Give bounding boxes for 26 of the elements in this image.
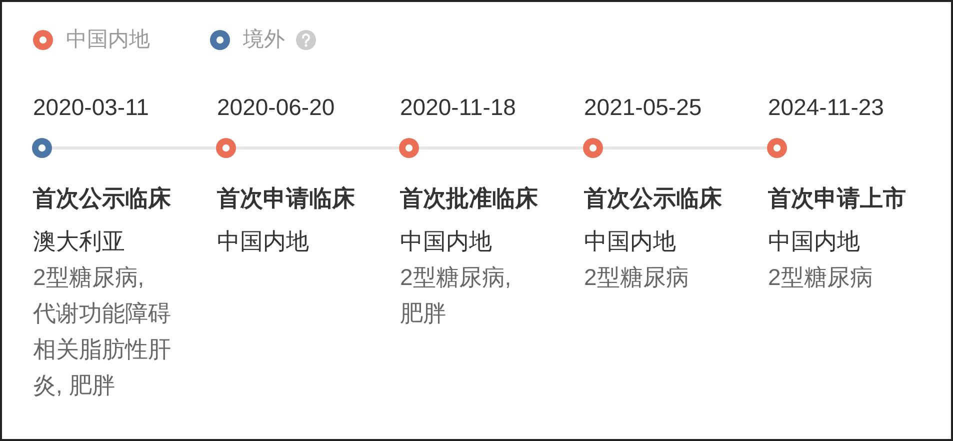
date-label: 2020-11-18 bbox=[400, 94, 516, 120]
event-title: 首次公示临床 bbox=[584, 185, 722, 211]
indication-text: 2型糖尿病, 肥胖 bbox=[400, 263, 512, 328]
event-title: 首次申请临床 bbox=[217, 185, 355, 211]
timeline-dot bbox=[583, 138, 603, 158]
indication-text: 2型糖尿病 bbox=[768, 263, 874, 292]
timeline-dot bbox=[399, 138, 419, 158]
legend-label: 中国内地 bbox=[66, 28, 150, 52]
timeline-dot bbox=[32, 138, 52, 158]
indication-text: 2型糖尿病 bbox=[584, 263, 690, 292]
date-label: 2020-03-11 bbox=[33, 94, 149, 120]
region-label: 中国内地 bbox=[768, 228, 860, 254]
event-title: 首次公示临床 bbox=[33, 185, 171, 211]
region-label: 澳大利亚 bbox=[33, 228, 125, 254]
event-title: 首次批准临床 bbox=[400, 185, 538, 211]
date-label: 2021-05-25 bbox=[584, 94, 702, 120]
indication-text: 2型糖尿病, 代谢功能障碍相关脂肪性肝炎, 肥胖 bbox=[33, 263, 172, 400]
legend-label: 境外 bbox=[243, 28, 285, 52]
event-title: 首次申请上市 bbox=[768, 185, 906, 211]
date-label: 2020-06-20 bbox=[217, 94, 335, 120]
timeline-dot bbox=[216, 138, 236, 158]
region-label: 中国内地 bbox=[400, 228, 492, 254]
region-label: 中国内地 bbox=[584, 228, 676, 254]
date-label: 2024-11-23 bbox=[768, 94, 884, 120]
timeline-dot bbox=[767, 138, 787, 158]
region-label: 中国内地 bbox=[217, 228, 309, 254]
